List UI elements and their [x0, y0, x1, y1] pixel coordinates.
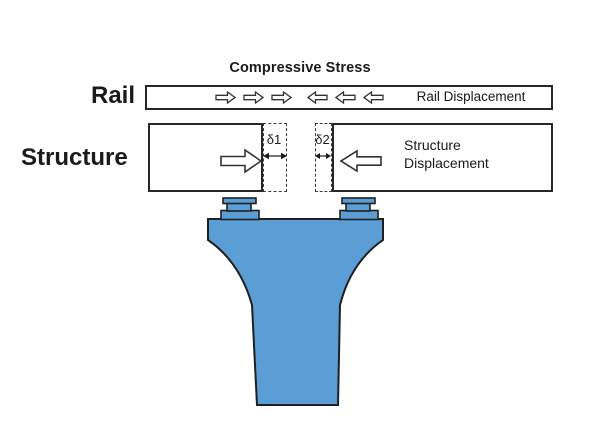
right-arrow-icon — [271, 91, 292, 104]
left-arrow-icon — [363, 91, 384, 104]
rail-label: Rail — [91, 82, 136, 109]
structure-left-displacement-arrow-icon — [340, 149, 382, 173]
structure-right-displacement-arrow-icon — [220, 148, 262, 174]
delta2-dimension-arrow-icon — [315, 153, 331, 159]
compressive-stress-label: Compressive Stress — [229, 60, 371, 76]
pier-shape — [207, 218, 384, 406]
left-arrow-icon — [307, 91, 328, 104]
structure-displacement-line2: Displacement — [404, 155, 489, 171]
displaced-outline-left — [263, 123, 287, 192]
right-bearing-icon — [339, 197, 379, 221]
right-arrow-icon — [243, 91, 264, 104]
left-arrow-icon — [335, 91, 356, 104]
structure-displacement-line1: Structure — [404, 137, 461, 153]
structure-label: Structure — [21, 144, 128, 171]
delta2-label: δ2 — [315, 132, 330, 147]
structure-displacement-label: Structure Displacement — [404, 136, 489, 172]
delta1-label: δ1 — [266, 132, 282, 147]
rail-displacement-label: Rail Displacement — [416, 89, 526, 104]
delta1-dimension-arrow-icon — [263, 152, 287, 160]
displaced-outline-right — [315, 123, 332, 192]
rail-bar: Rail Displacement — [145, 85, 553, 110]
left-bearing-icon — [220, 197, 260, 221]
right-arrow-icon — [215, 91, 236, 104]
